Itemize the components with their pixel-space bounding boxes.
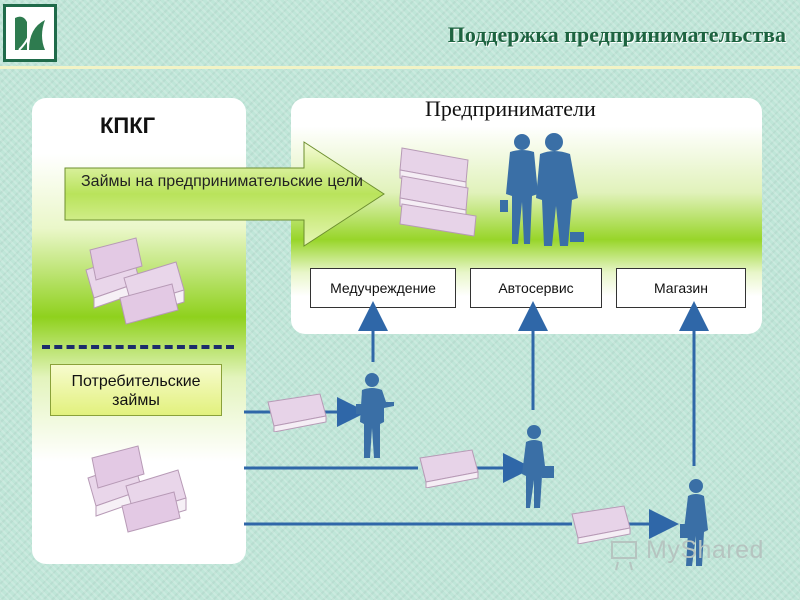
money-stack-icon: [399, 147, 477, 237]
entrepreneurs-label: Предприниматели: [425, 96, 596, 121]
person-icon: [522, 425, 554, 508]
header-divider: [0, 66, 800, 69]
money-stack-icon: [571, 505, 631, 544]
money-stack-icon: [419, 449, 479, 488]
logo-icon: [3, 4, 57, 62]
businessman-icon: [500, 133, 584, 246]
consumer-loans-box: Потребительские займы: [50, 364, 222, 416]
person-icon: [356, 373, 394, 458]
money-stack-icon: [87, 445, 187, 533]
money-stack-icon: [85, 237, 185, 325]
watermark-icon: [611, 541, 637, 571]
dashed-divider: [42, 345, 234, 349]
slide-header: Поддержка предпринимательства: [0, 0, 800, 69]
kpkg-label: КПКГ: [100, 113, 156, 138]
business-loans-text: Займы на предпринимательские цели: [81, 173, 363, 190]
money-stack-icon: [267, 393, 327, 432]
business-box-shop: Магазин: [616, 268, 746, 308]
watermark-text: MyShared: [646, 536, 764, 564]
business-loan-arrow: [64, 141, 385, 247]
person-icon: [680, 479, 708, 566]
page-title: Поддержка предпринимательства: [447, 22, 786, 47]
